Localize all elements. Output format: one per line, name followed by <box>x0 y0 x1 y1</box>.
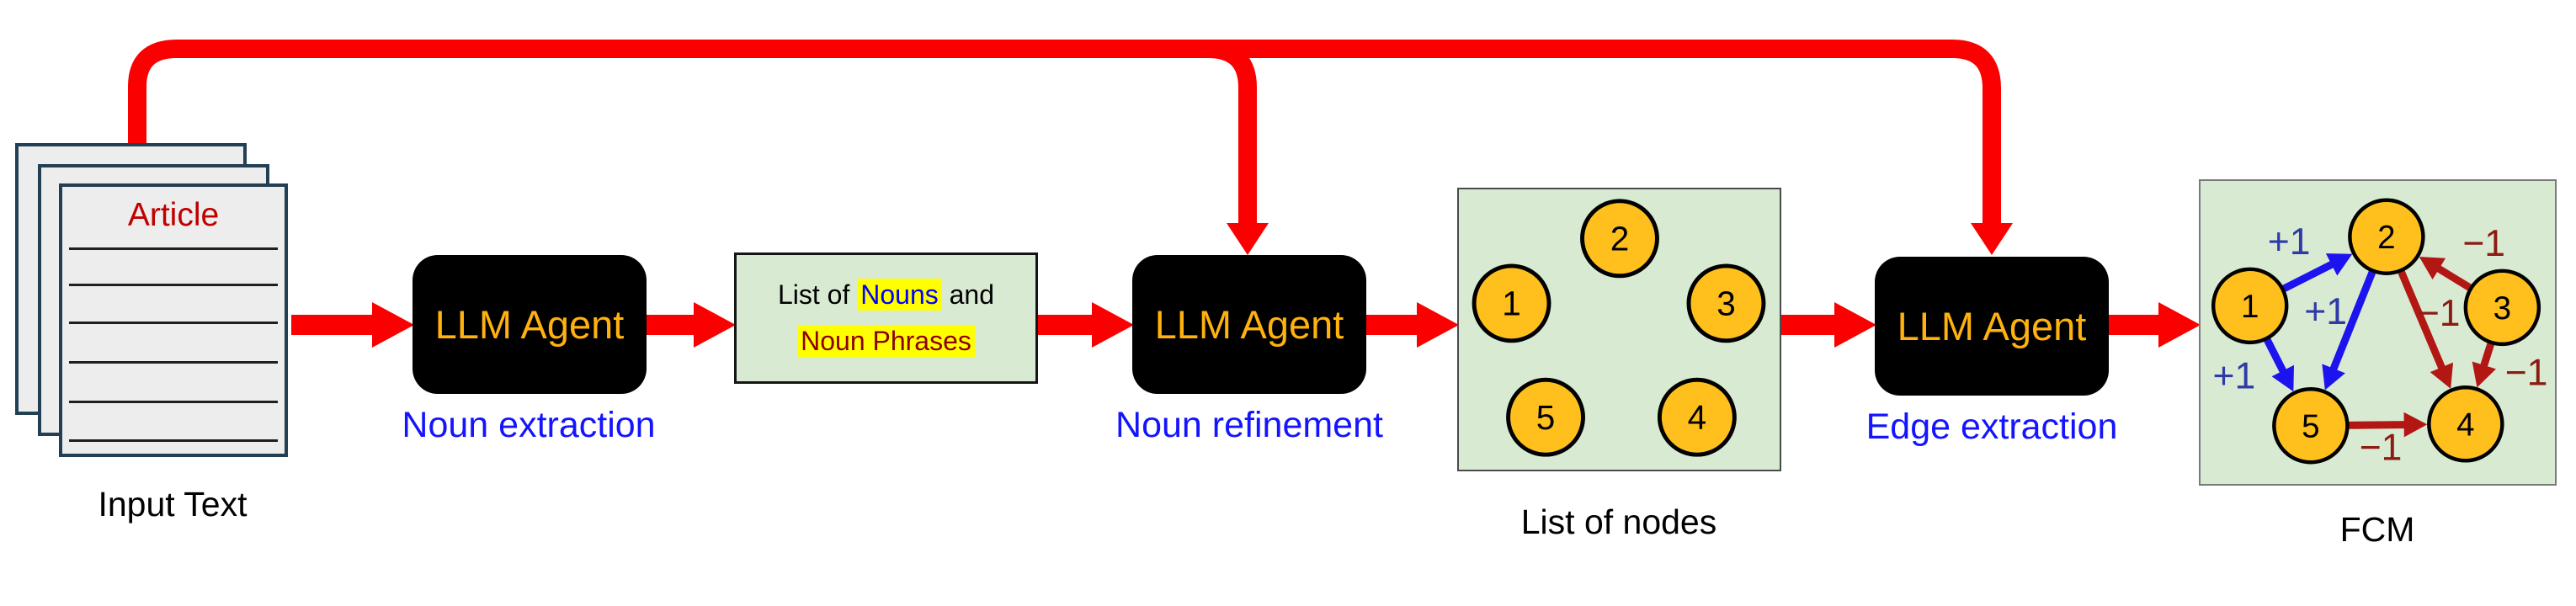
noun-list-prefix: List of <box>777 279 858 310</box>
edge-weight-label: +1 <box>2213 355 2256 396</box>
noun-phrases-highlight: Noun Phrases <box>797 325 975 357</box>
arrow-input-to-agent1 <box>291 302 414 348</box>
graph-node-1 <box>2211 267 2289 345</box>
graph-node-label: 5 <box>1536 398 1556 437</box>
article-title: Article <box>127 197 220 233</box>
edge-arrowhead <box>2322 364 2345 391</box>
graph-node-label: 4 <box>1688 398 1707 437</box>
graph-node-label: 3 <box>1716 284 1736 323</box>
graph-node-5 <box>2272 387 2350 465</box>
noun-refinement-caption: Noun refinement <box>1115 405 1383 445</box>
edge-weight-label: −1 <box>2360 427 2403 468</box>
ruled-line <box>69 439 278 442</box>
graph-node-label: 1 <box>1502 284 1521 323</box>
feedback-arrowhead-noun-refinement <box>1227 223 1269 255</box>
ruled-line <box>69 284 278 286</box>
graph-node-3 <box>1686 263 1766 343</box>
ruled-line <box>69 361 278 364</box>
arrow-nounlist-to-agent2 <box>1038 302 1134 348</box>
input-text-caption: Input Text <box>98 485 247 524</box>
graph-node-4 <box>1657 377 1737 457</box>
edge-arrowhead <box>2325 253 2353 276</box>
arrow-agent1-to-nounlist <box>645 302 736 348</box>
node-list-caption: List of nodes <box>1520 502 1717 541</box>
nouns-highlight: Nouns <box>857 279 942 311</box>
edge-2-5 <box>2329 270 2376 374</box>
edge-weight-label: −1 <box>2462 223 2505 264</box>
edge-1-5 <box>2264 338 2288 376</box>
noun-list-line-1: List of Nouns and <box>778 279 994 311</box>
graph-node-2 <box>2348 198 2425 276</box>
edge-arrowhead <box>2271 364 2295 392</box>
fcm-caption: FCM <box>2339 510 2415 549</box>
edge-1-2 <box>2282 259 2337 292</box>
edge-weight-label: −1 <box>2418 293 2461 334</box>
llm-agent-box-noun-extraction: LLM Agent <box>412 255 647 394</box>
edge-arrowhead <box>2419 256 2446 280</box>
graph-node-label: 2 <box>2377 220 2395 256</box>
graph-node-2 <box>1580 199 1659 279</box>
edge-5-4 <box>2349 421 2408 429</box>
llm-agent-label: LLM Agent <box>1154 302 1344 347</box>
edge-weight-label: +1 <box>2304 291 2347 332</box>
edge-weight-label: +1 <box>2268 221 2311 263</box>
graph-node-label: 5 <box>2302 408 2319 444</box>
ruled-line <box>69 322 278 324</box>
edge-weight-label: −1 <box>2505 352 2548 393</box>
ruled-line <box>69 247 278 250</box>
graph-node-4 <box>2427 385 2504 463</box>
graph-node-label: 2 <box>1610 219 1630 258</box>
arrow-agent2-to-nodes <box>1366 302 1459 348</box>
edge-arrowhead <box>2430 362 2454 389</box>
graph-node-1 <box>1472 263 1551 343</box>
llm-agent-box-edge-extraction: LLM Agent <box>1875 257 2109 396</box>
node-list-graphic: 1 2 3 4 5 <box>1472 199 1766 457</box>
edge-arrowhead <box>2472 361 2496 388</box>
feedback-branch-path <box>1207 40 1257 225</box>
llm-agent-label: LLM Agent <box>434 302 625 347</box>
noun-list-suffix: and <box>941 279 995 310</box>
arrow-agent3-to-fcm <box>2109 302 2201 348</box>
edge-2-4 <box>2398 270 2447 372</box>
edge-arrowhead <box>2403 412 2428 438</box>
llm-agent-box-noun-refinement: LLM Agent <box>1132 255 1366 394</box>
feedback-arrowhead-edge-extraction <box>1971 223 2013 255</box>
feedback-arrow-path <box>128 40 2001 223</box>
graph-node-3 <box>2463 268 2541 347</box>
arrow-nodes-to-agent3 <box>1781 302 1876 348</box>
ruled-line <box>69 401 278 403</box>
noun-extraction-caption: Noun extraction <box>402 405 656 445</box>
graph-node-label: 4 <box>2456 407 2474 443</box>
noun-list-line-2: Noun Phrases <box>797 325 975 357</box>
document-page-front: Article <box>59 183 288 457</box>
graph-node-label: 3 <box>2494 290 2511 327</box>
graph-node-5 <box>1506 377 1585 457</box>
edge-3-4 <box>2479 343 2494 370</box>
edge-extraction-caption: Edge extraction <box>1865 407 2118 447</box>
node-list-box: 1 2 3 4 5 <box>1457 188 1781 471</box>
noun-list-box: List of Nouns and Noun Phrases <box>734 252 1038 384</box>
edge-3-2 <box>2434 263 2472 291</box>
graph-node-label: 1 <box>2241 289 2259 325</box>
llm-agent-label: LLM Agent <box>1897 304 2087 348</box>
